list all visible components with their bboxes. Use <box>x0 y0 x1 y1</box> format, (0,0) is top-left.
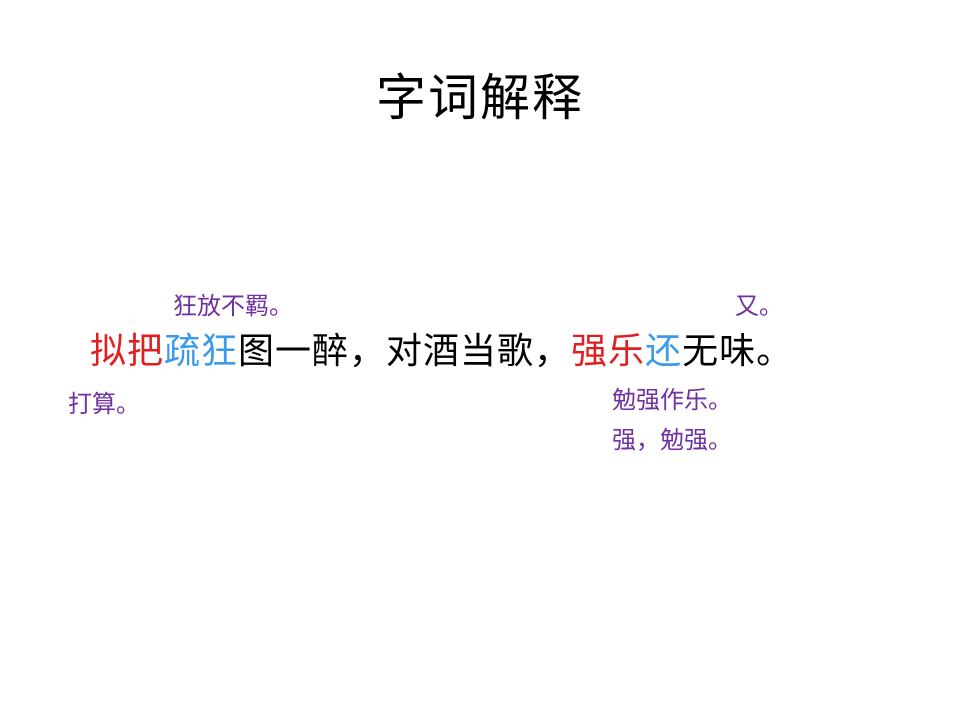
annotation-nibai: 打算。 <box>68 390 140 418</box>
annotation-huan: 又。 <box>735 292 783 320</box>
annotation-qiang: 强，勉强。 <box>612 426 732 454</box>
page-title: 字词解释 <box>376 69 584 127</box>
annotation-shukuang: 狂放不羁。 <box>173 292 293 320</box>
keyword-huan: 还 <box>645 331 683 372</box>
poem-line: 拟把疏狂图一醉，对酒当歌，强乐还无味。 <box>90 322 793 374</box>
annotation-qiangle: 勉强作乐。 <box>612 386 732 414</box>
sentence-text: 图一醉，对酒当歌， <box>238 331 572 372</box>
keyword-qiangle: 强乐 <box>571 331 646 372</box>
keyword-nibai: 拟把 <box>90 331 165 372</box>
keyword-shukuang: 疏狂 <box>164 331 239 372</box>
sentence-text: 无味。 <box>682 331 794 372</box>
